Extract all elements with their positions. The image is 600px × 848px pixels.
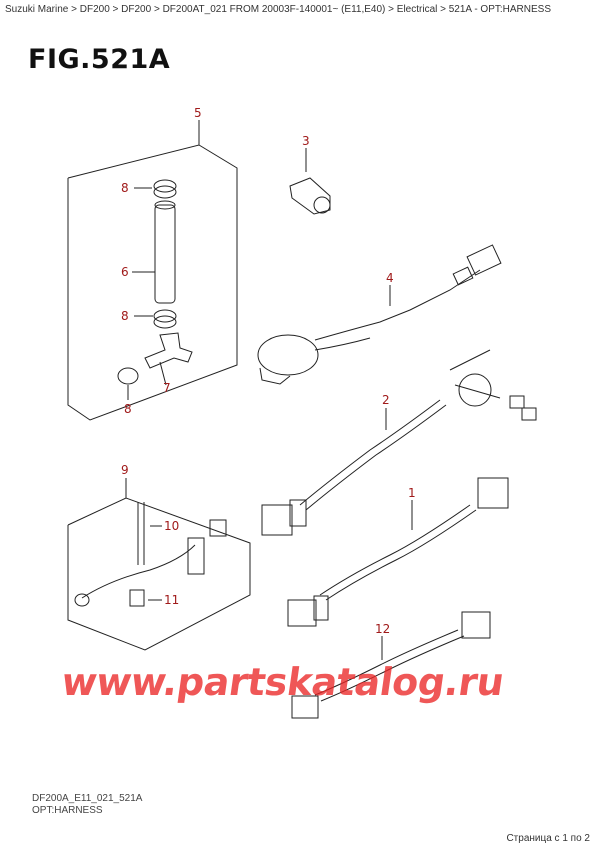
diagram-caption: OPT:HARNESS (32, 805, 103, 816)
breadcrumb[interactable]: Suzuki Marine > DF200 > DF200 > DF200AT_… (5, 4, 552, 15)
part-label-10: 10 (164, 519, 179, 533)
diagram-code: DF200A_E11_021_521A (32, 793, 143, 804)
part-label-8b: 8 (121, 309, 129, 323)
connector-11 (129, 589, 145, 607)
clamp-mid (153, 309, 177, 323)
part-label-1: 1 (408, 486, 416, 500)
part-label-3: 3 (302, 134, 310, 148)
watermark: www.partskatalog.ru (58, 660, 507, 704)
plug-1 (287, 599, 317, 627)
part-label-12: 12 (375, 622, 390, 636)
plug-2 (261, 504, 293, 536)
clamp-top (153, 179, 177, 193)
part-label-5: 5 (194, 106, 202, 120)
connector-12 (461, 611, 491, 639)
sensor-body (257, 334, 319, 376)
part-label-7: 7 (163, 381, 171, 395)
part-label-8c: 8 (124, 402, 132, 416)
part-label-4: 4 (386, 271, 394, 285)
part-label-8a: 8 (121, 181, 129, 195)
hose-drawing (154, 204, 176, 304)
t-joint (144, 332, 193, 369)
connector-4 (466, 244, 502, 276)
connector-1 (477, 477, 509, 509)
ground-cable (81, 544, 196, 599)
grommet (289, 177, 331, 215)
plug-12 (291, 695, 319, 719)
clamp-low (117, 367, 139, 385)
hose-kit-frame (67, 144, 238, 421)
cable-kit-frame (67, 497, 251, 651)
connector-housing-2 (458, 373, 492, 407)
part-label-2: 2 (382, 393, 390, 407)
part-label-11: 11 (164, 593, 179, 607)
page-indicator[interactable]: Страница с 1 по 2 (506, 833, 590, 844)
part-label-6: 6 (121, 265, 129, 279)
figure-title: FIG.521A (28, 44, 171, 75)
part-label-9: 9 (121, 463, 129, 477)
